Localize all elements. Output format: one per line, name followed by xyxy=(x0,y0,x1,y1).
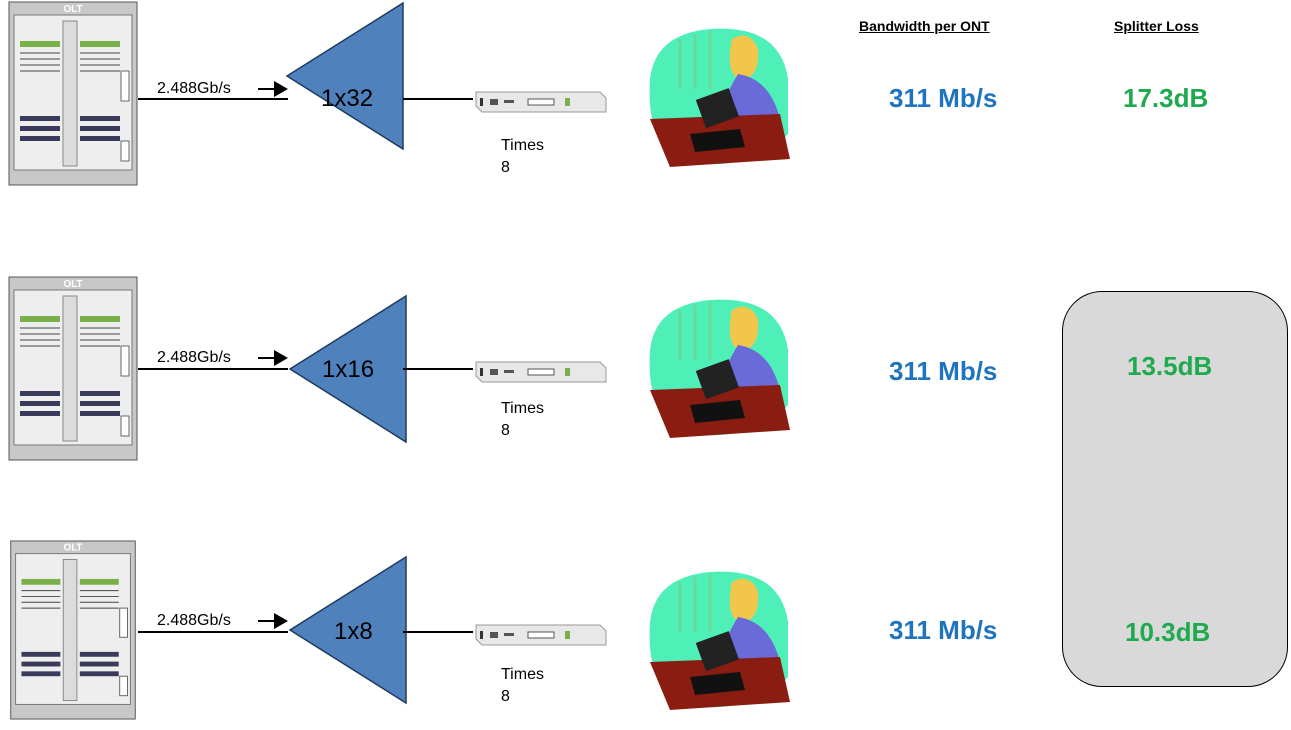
splitter-loss-header: Splitter Loss xyxy=(1114,18,1199,34)
fiber-line-olt xyxy=(138,368,288,370)
downstream-rate: 2.488Gb/s xyxy=(157,612,231,629)
loss-group-box xyxy=(1062,291,1288,687)
bandwidth-value: 311 Mb/s xyxy=(889,356,998,386)
pon-row-1x8: OLT 2.488Gb/s 1x8 Times 8 311 Mb/s 10.3dB xyxy=(0,540,1291,730)
times-text: Times xyxy=(501,666,544,683)
olt-label: OLT xyxy=(63,4,82,15)
splitter-loss-value: 17.3dB xyxy=(1123,83,1209,113)
pon-row-1x32: OLT 2.488Gb/s 1x32 Times 8 311 Mb/s 17.3d… xyxy=(0,1,1291,191)
pon-row-1x16: OLT 2.488Gb/s 1x16 Times 8 311 Mb/s 13.5d… xyxy=(0,276,1291,466)
splitter-loss-value: 10.3dB xyxy=(1125,617,1211,647)
triangle-splitter-icon xyxy=(288,555,407,705)
times-count: 8 xyxy=(501,688,510,705)
times-count: 8 xyxy=(501,422,510,439)
olt-rack-icon: OLT xyxy=(8,1,138,186)
person-on-phone-icon xyxy=(649,571,790,710)
fiber-line-ont xyxy=(403,98,473,100)
bandwidth-value: 311 Mb/s xyxy=(889,615,998,645)
olt-rack-icon: OLT xyxy=(10,540,136,720)
triangle-splitter-icon xyxy=(285,1,404,151)
ont-device-icon xyxy=(475,361,607,383)
person-on-phone-icon xyxy=(649,299,790,438)
times-label: Times 8 xyxy=(501,398,544,442)
times-text: Times xyxy=(501,137,544,154)
splitter-loss-value: 13.5dB xyxy=(1127,351,1213,381)
fiber-line-ont xyxy=(403,631,473,633)
times-text: Times xyxy=(501,400,544,417)
arrow-icon xyxy=(258,81,288,97)
arrow-icon xyxy=(258,613,288,629)
fiber-line-olt xyxy=(138,98,288,100)
times-count: 8 xyxy=(501,159,510,176)
olt-rack-icon: OLT xyxy=(8,276,138,461)
times-label: Times 8 xyxy=(501,664,544,708)
downstream-rate: 2.488Gb/s xyxy=(157,80,231,97)
bandwidth-value: 311 Mb/s xyxy=(889,83,998,113)
fiber-line-olt xyxy=(138,631,288,633)
fiber-line-ont xyxy=(403,368,473,370)
olt-label: OLT xyxy=(64,543,83,554)
times-label: Times 8 xyxy=(501,135,544,179)
person-on-phone-icon xyxy=(649,28,790,167)
olt-label: OLT xyxy=(63,279,82,290)
arrow-icon xyxy=(258,350,288,366)
downstream-rate: 2.488Gb/s xyxy=(157,349,231,366)
split-ratio: 1x16 xyxy=(322,356,375,383)
split-ratio: 1x32 xyxy=(321,85,374,112)
split-ratio: 1x8 xyxy=(334,618,373,645)
ont-device-icon xyxy=(475,624,607,646)
bandwidth-header: Bandwidth per ONT xyxy=(859,18,990,34)
ont-device-icon xyxy=(475,91,607,113)
